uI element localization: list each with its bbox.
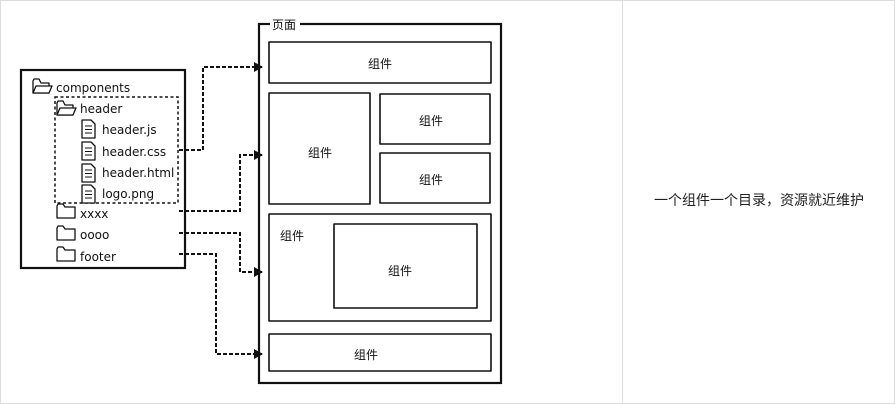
component-label: 组件	[280, 229, 304, 243]
component-box-container	[268, 213, 492, 322]
arrow-xxxx-to-left	[179, 150, 263, 212]
component-box-nested	[333, 223, 478, 309]
folder-icon	[56, 203, 76, 219]
caption-text: 一个组件一个目录，资源就近维护	[654, 193, 864, 209]
arrow-oooo-to-middle	[179, 232, 263, 277]
arrow-footer-to-bottom	[179, 253, 263, 359]
connector-arrows	[179, 62, 263, 359]
arrow-header-to-top	[179, 62, 263, 151]
tree-folder-label: footer	[80, 250, 116, 264]
page-title-bg	[270, 17, 300, 31]
file-icon	[81, 184, 96, 204]
component-box-right-lower	[379, 152, 491, 204]
tree-file-label: header.css	[102, 145, 166, 159]
file-icon	[81, 119, 96, 139]
component-label: 组件	[308, 146, 332, 160]
component-label: 组件	[354, 348, 378, 362]
page-border	[257, 22, 503, 385]
file-icon	[81, 163, 96, 183]
tree-file-label: header.html	[102, 166, 174, 180]
component-box-left	[268, 92, 371, 205]
file-tree-panel: components header header.js header.css h…	[19, 68, 187, 270]
component-box-right-upper	[379, 93, 491, 145]
cell-divider	[622, 0, 623, 404]
page-title: 页面	[272, 18, 296, 32]
page-frame: 页面 组件 组件 组件 组件 组件 组件 组件	[257, 17, 503, 385]
component-box-top	[268, 41, 492, 84]
tree-folder-label: xxxx	[80, 207, 108, 221]
open-folder-icon	[32, 78, 53, 94]
header-folder-highlight	[54, 96, 179, 204]
folder-icon	[56, 225, 76, 241]
tree-root-label: components	[56, 81, 130, 95]
tree-file-label: logo.png	[102, 187, 154, 201]
tree-folder-label: oooo	[80, 228, 109, 242]
folder-icon	[56, 246, 76, 262]
component-label: 组件	[388, 264, 412, 278]
tree-header-folder-label: header	[80, 102, 122, 116]
open-folder-icon	[56, 100, 77, 116]
component-label: 组件	[368, 57, 392, 71]
component-box-bottom	[268, 333, 492, 372]
file-tree-border	[19, 68, 187, 270]
tree-file-label: header.js	[102, 123, 157, 137]
component-label: 组件	[419, 173, 443, 187]
file-icon	[81, 141, 96, 161]
component-label: 组件	[419, 114, 443, 128]
